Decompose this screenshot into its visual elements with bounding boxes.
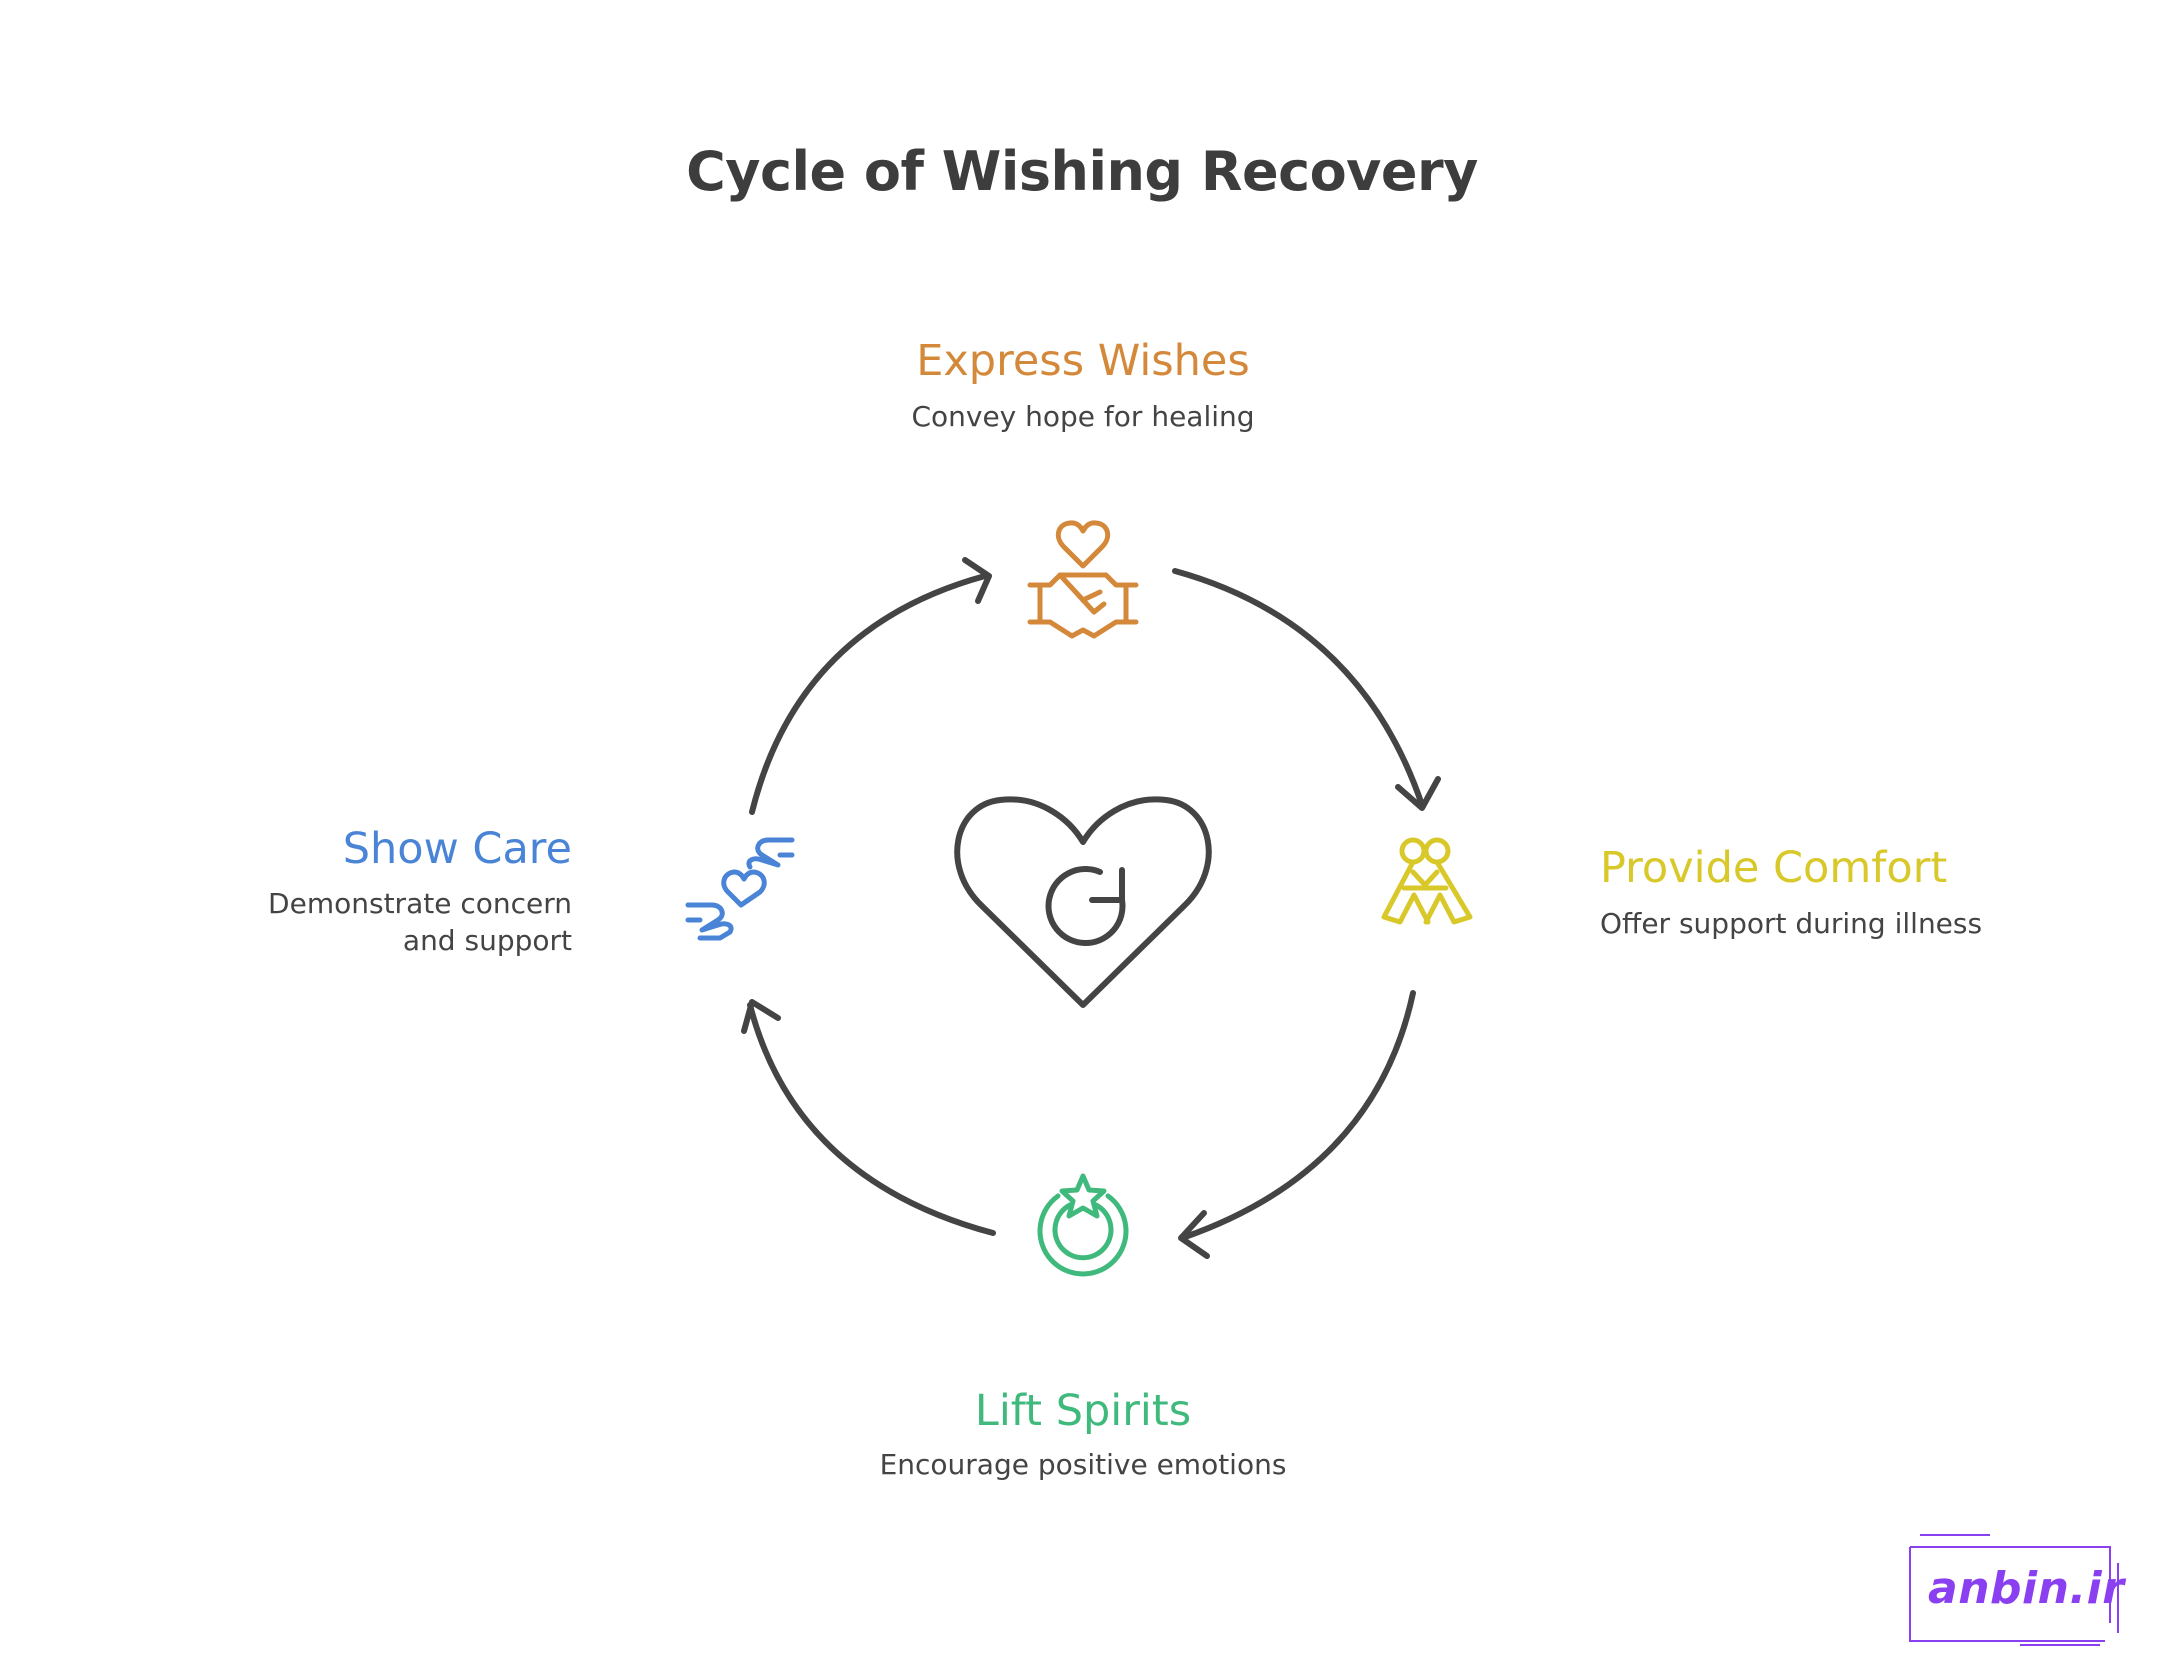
heart-refresh-icon [954,796,1212,1008]
arrow-head-lift-to-showcare [741,999,781,1034]
stage-title-lift-spirits: Lift Spirits [974,1386,1192,1436]
stage-desc-express-wishes: Convey hope for healing [911,400,1255,433]
arrow-express-to-comfort [1172,568,1425,808]
watermark-text: anbin.ir [1928,1563,2125,1614]
stage-title-show-care: Show Care [342,824,572,874]
star-moon-icon [1037,1173,1129,1277]
stage-title-provide-comfort: Provide Comfort [1600,843,1948,893]
watermark-frame [1909,1534,2119,1646]
watermark-logo: anbin.ir [1900,1533,2124,1646]
stage-desc-provide-comfort: Offer support during illness [1600,907,1983,940]
hugging-people-icon [1381,837,1473,925]
diagram-title: Cycle of Wishing Recovery [686,140,1478,203]
arrow-lift-to-showcare [747,1002,996,1236]
stage-desc-show-care: Demonstrate concern and support [268,887,572,957]
cycle-arrows [741,557,1441,1259]
arrow-head-express-to-comfort [1395,776,1441,811]
stage-desc-lift-spirits: Encourage positive emotions [879,1448,1287,1481]
arrow-head-showcare-to-express [962,557,992,604]
arrow-comfort-to-lift [1182,990,1416,1240]
heart-handshake-icon [1027,520,1139,639]
stage-title-express-wishes: Express Wishes [916,336,1250,386]
arrow-head-comfort-to-lift [1178,1210,1210,1259]
hands-heart-icon [685,837,795,941]
arrow-showcare-to-express [749,573,988,815]
